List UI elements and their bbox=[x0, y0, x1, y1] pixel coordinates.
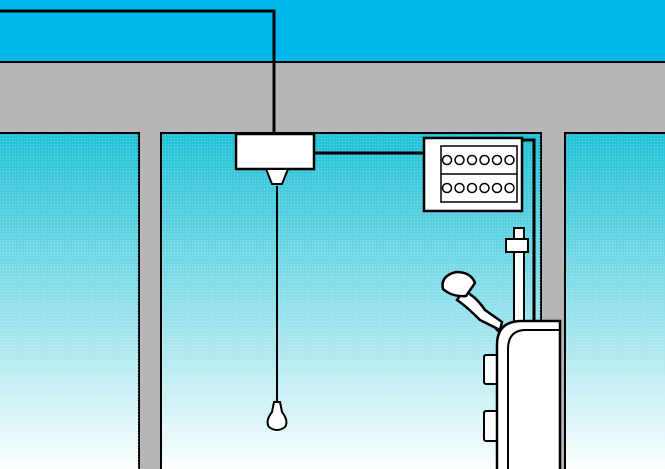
consumer-unit[interactable] bbox=[422, 136, 524, 213]
shower-unit-bezel bbox=[507, 329, 560, 469]
circuit-breaker bbox=[454, 182, 465, 194]
ceiling-switch-nozzle bbox=[264, 168, 290, 185]
wall-panel-left-dots bbox=[0, 133, 139, 469]
circuit-breakers bbox=[441, 154, 515, 194]
circuit-breaker bbox=[504, 182, 515, 194]
circuit-breaker bbox=[491, 154, 503, 166]
shower-head[interactable] bbox=[441, 270, 504, 332]
circuit-breaker bbox=[491, 182, 503, 194]
circuit-breaker bbox=[454, 154, 465, 166]
shower-unit-body bbox=[495, 319, 562, 469]
circuit-breaker bbox=[504, 154, 515, 166]
supply-cable bbox=[0, 9, 276, 134]
circuit-breaker bbox=[466, 154, 478, 166]
circuit-breaker bbox=[441, 182, 453, 194]
pull-cord-handle[interactable] bbox=[266, 401, 288, 431]
ceiling-switch-body bbox=[234, 132, 316, 171]
wall-panel-right-dots bbox=[565, 133, 665, 469]
sky-band bbox=[0, 0, 665, 62]
circuit-breaker bbox=[479, 182, 490, 194]
shower-head-rose bbox=[441, 270, 477, 298]
ceiling-switch[interactable] bbox=[234, 132, 316, 185]
wall-panels bbox=[0, 132, 665, 469]
electric-shower[interactable] bbox=[483, 319, 562, 469]
riser-bracket bbox=[505, 238, 529, 253]
circuit-breaker bbox=[479, 154, 490, 166]
circuit-breaker bbox=[466, 182, 478, 194]
circuit-breaker bbox=[441, 154, 453, 166]
